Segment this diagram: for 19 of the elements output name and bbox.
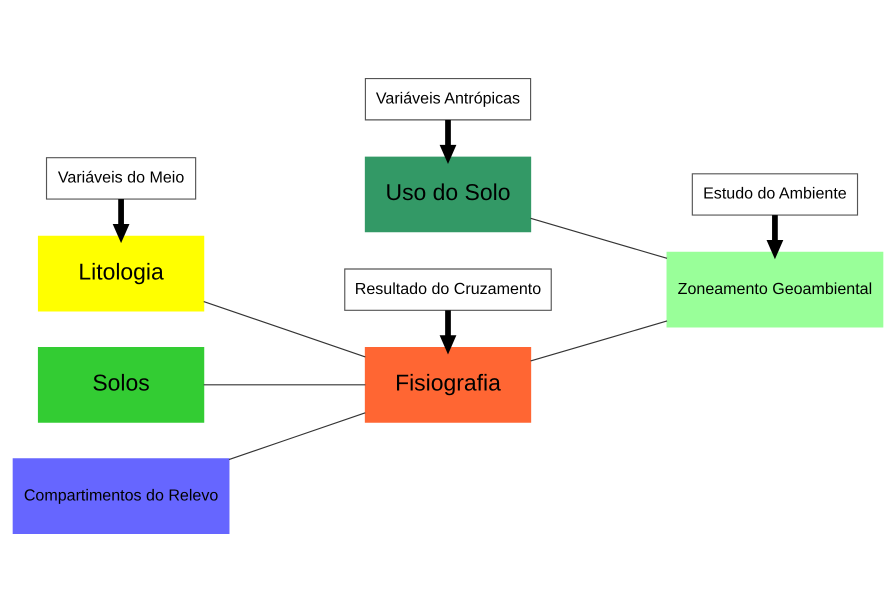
node-box: Litologia [38,236,204,312]
arrow [766,215,784,260]
connector [530,320,668,362]
connector [204,300,366,358]
connector [204,384,366,386]
node-box: Compartimentos do Relevo [12,458,230,534]
node-box: Variáveis Antrópicas [364,78,532,120]
arrow [112,199,130,244]
arrow [440,310,456,354]
node-box: Variáveis do Meio [46,157,196,200]
node-box: Resultado do Cruzamento [344,268,552,311]
node-box: Uso do Solo [364,156,532,232]
connector [530,218,668,259]
node-box: Solos [38,347,204,423]
node-box: Zoneamento Geoambiental [666,252,884,328]
connector [228,412,366,460]
arrow [440,120,456,164]
node-box: Estudo do Ambiente [692,173,858,216]
node-box: Fisiografia [364,347,532,423]
